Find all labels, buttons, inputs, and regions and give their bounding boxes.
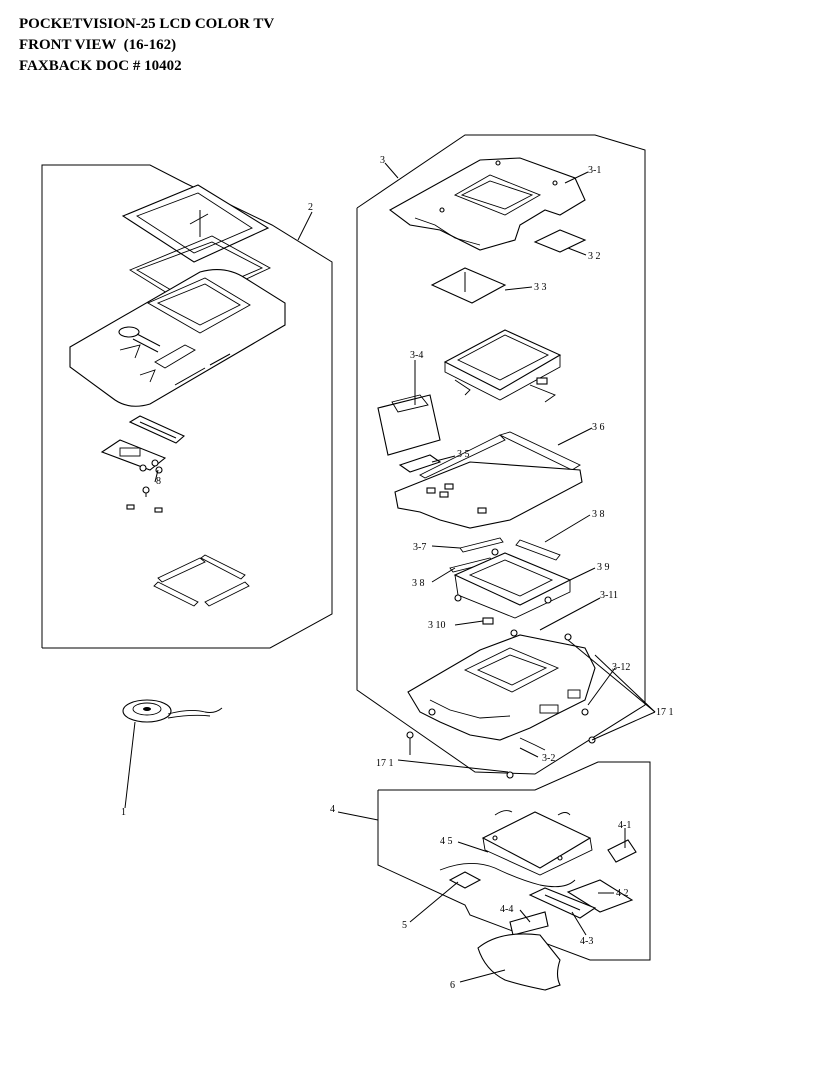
label-3-11: 3-11 — [600, 590, 618, 601]
label-8: 8 — [156, 476, 161, 487]
part-3-10-pad — [482, 617, 494, 625]
label-2: 2 — [308, 202, 313, 213]
part-4-4-pad — [509, 911, 549, 936]
speaker-part — [122, 699, 223, 809]
part-5-pad — [448, 871, 482, 889]
part-3-9-holder — [453, 548, 572, 619]
label-3-4: 3-4 — [410, 350, 423, 361]
label-17-1-left: 17 1 — [376, 758, 394, 769]
part-4-1-pad — [607, 839, 637, 863]
label-4-2: 4 2 — [616, 888, 629, 899]
assembly-3-boundary — [356, 134, 646, 775]
label-4-4: 4-4 — [500, 904, 513, 915]
part-4-5-wire — [439, 863, 576, 888]
part-3-2-pad — [533, 229, 587, 253]
label-3-5: 3 5 — [457, 449, 470, 460]
label-4-3: 4-3 — [580, 936, 593, 947]
callout-labels: 2 3 3-1 3 2 3 3 3-4 3 5 3 6 3-7 3 8 3 8 … — [121, 155, 674, 991]
backlight-plate — [394, 461, 583, 529]
lcd-panel-assembly — [443, 329, 562, 403]
label-3: 3 — [380, 155, 385, 166]
small-parts — [126, 486, 163, 513]
label-1: 1 — [121, 807, 126, 818]
part-4-3-bracket — [528, 887, 597, 919]
label-3-3: 3 3 — [534, 282, 547, 293]
label-4-1: 4-1 — [618, 820, 631, 831]
part-3-6-frame — [419, 431, 581, 479]
part-6-ribbon — [477, 933, 561, 991]
part-3-7-strip — [459, 537, 504, 553]
screws-17-1 — [406, 731, 596, 779]
document-header: POCKETVISION-25 LCD COLOR TV FRONT VIEW … — [19, 14, 274, 77]
title-model: POCKETVISION-25 LCD COLOR TV — [19, 16, 275, 32]
leader-lines — [154, 162, 656, 983]
label-3-8-left: 3 8 — [412, 578, 425, 589]
label-17-1-right: 17 1 — [656, 707, 674, 718]
label-3-2: 3 2 — [588, 251, 601, 262]
screen-frame-strips — [153, 554, 250, 607]
part-3-5-pad — [398, 454, 442, 473]
title-faxback: FAXBACK DOC # 10402 — [19, 58, 182, 74]
bottom-cover-plate — [481, 810, 593, 876]
label-3-12: 3-12 — [612, 662, 630, 673]
part-3-8-strip-right — [515, 539, 561, 561]
label-3-1: 3-1 — [588, 165, 601, 176]
title-view: FRONT VIEW (16-162) — [19, 37, 177, 53]
label-3-10: 3 10 — [428, 620, 446, 631]
label-3-7: 3-7 — [413, 542, 426, 553]
button-strip — [128, 415, 186, 444]
label-6: 6 — [450, 980, 455, 991]
part-3-4-flex — [377, 394, 441, 456]
main-chassis — [407, 629, 596, 751]
label-4: 4 — [330, 804, 335, 815]
switch-board — [100, 439, 167, 474]
label-4-5: 4 5 — [440, 836, 453, 847]
assembly-4-boundary — [377, 761, 651, 961]
label-3-8-right: 3 8 — [592, 509, 605, 520]
label-3-9: 3 9 — [597, 562, 610, 573]
part-3-1-top-frame — [388, 157, 586, 251]
part-3-3-board — [430, 267, 507, 304]
front-case — [69, 269, 286, 407]
label-3-6: 3 6 — [592, 422, 605, 433]
assembly-2-boundary — [41, 164, 333, 649]
label-5: 5 — [402, 920, 407, 931]
front-bezel-lens — [121, 184, 270, 263]
label-3-2-lower: 3-2 — [542, 753, 555, 764]
